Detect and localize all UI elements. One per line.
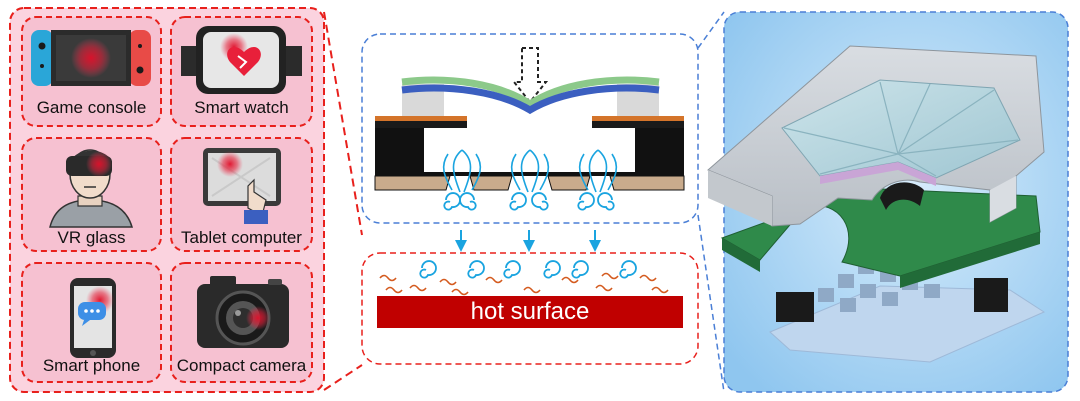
jet-flow-lines (442, 149, 618, 193)
zoom-connectors-left (323, 11, 363, 391)
left-pillar (375, 128, 419, 172)
smart-watch-icon (181, 26, 302, 94)
surface-vortex-row (419, 260, 637, 279)
cross-section-panel (361, 33, 699, 365)
right-pillar (640, 128, 684, 172)
label-smart-phone: Smart phone (42, 356, 141, 375)
game-console-icon (31, 30, 151, 86)
nozzle-substrate (374, 172, 685, 191)
right-copper-layer (592, 116, 684, 121)
hot-surface-label: hot surface (470, 298, 590, 325)
label-vr-glass: VR glass (57, 228, 126, 247)
label-game-console: Game console (36, 98, 147, 117)
label-tablet-computer: Tablet computer (181, 228, 302, 247)
heat-wave-lines (379, 272, 669, 296)
smart-phone-icon (70, 278, 116, 358)
device-render-panel (707, 11, 1069, 393)
hot-surface-bar (377, 296, 683, 328)
vr-glass-icon (49, 149, 134, 228)
label-compact-camera: Compact camera (176, 356, 307, 375)
label-smart-watch: Smart watch (194, 98, 289, 117)
tablet-computer-icon (203, 148, 281, 224)
left-copper-layer (375, 116, 467, 121)
compact-camera-icon (197, 276, 289, 348)
device-panel (9, 7, 325, 393)
zoom-connectors-right (697, 11, 725, 393)
membrane (401, 76, 660, 115)
down-arrows (455, 230, 601, 252)
press-arrow-icon (511, 47, 549, 104)
vortex-row (443, 192, 615, 211)
